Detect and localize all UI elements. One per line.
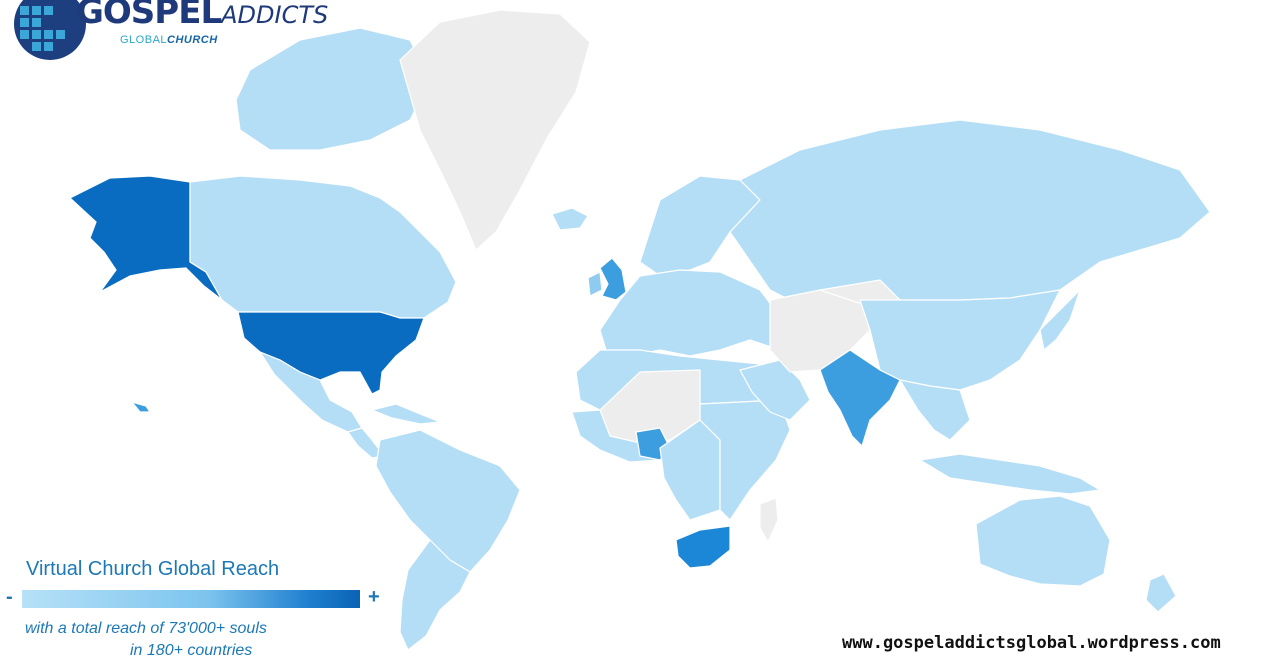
legend-color-scale — [22, 590, 360, 608]
region-iceland — [551, 207, 589, 231]
region-south-america-south — [399, 539, 471, 651]
legend-reach-total: with a total reach of 73'000+ souls — [25, 620, 267, 637]
map-regions — [69, 9, 1211, 651]
logo-subtitle: GLOBALCHURCH — [120, 34, 218, 46]
region-canada — [189, 175, 457, 319]
region-greenland — [399, 9, 591, 251]
legend-title: Virtual Church Global Reach — [26, 558, 280, 580]
globe-logo-icon — [14, 0, 86, 60]
logo-word-addicts: ADDICTS — [221, 1, 329, 29]
map-legend: Virtual Church Global Reach - + with a t… — [0, 556, 390, 663]
region-south-america — [375, 429, 521, 573]
region-indonesia — [919, 453, 1101, 495]
logo-wordmark: GOSPELADDICTS — [76, 0, 328, 32]
website-url: www.gospeladdictsglobal.wordpress.com — [842, 633, 1221, 653]
region-canadian-arctic-islands — [235, 27, 431, 151]
region-japan — [1039, 289, 1081, 351]
region-alaska — [69, 175, 223, 301]
region-madagascar — [759, 497, 779, 543]
region-europe — [599, 269, 791, 357]
region-australia — [975, 495, 1111, 587]
logo-subtitle-church: CHURCH — [167, 34, 218, 46]
logo-word-gospel: GOSPEL — [76, 0, 222, 32]
region-ireland — [587, 271, 603, 297]
region-india — [819, 349, 901, 447]
region-usa — [237, 311, 425, 395]
region-hawaii — [131, 401, 151, 413]
region-southeast-asia — [899, 379, 971, 441]
gospel-addicts-logo: GOSPELADDICTS GLOBALCHURCH — [10, 0, 370, 60]
legend-max-symbol: + — [368, 586, 380, 608]
region-south-africa — [675, 525, 731, 569]
logo-subtitle-global: GLOBAL — [120, 34, 168, 46]
region-east-africa — [699, 399, 791, 521]
region-new-zealand — [1145, 573, 1177, 613]
region-russia — [729, 119, 1211, 301]
region-caribbean — [371, 403, 441, 425]
legend-min-symbol: - — [6, 586, 13, 608]
region-china — [859, 289, 1061, 391]
legend-country-count: in 180+ countries — [130, 642, 253, 659]
region-uk — [599, 257, 627, 301]
